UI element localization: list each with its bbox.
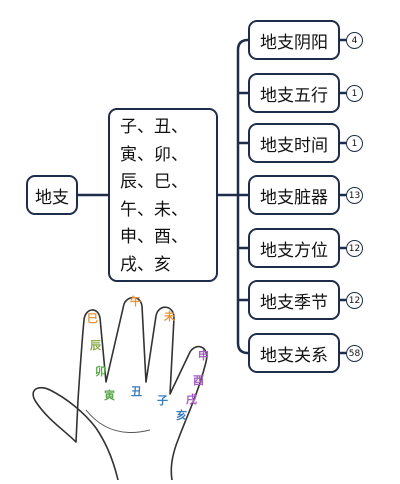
hand-label-hai: 亥 (176, 409, 187, 422)
branch-line: 午、未、 (120, 199, 188, 220)
category-label: 地支五行 (260, 85, 328, 106)
count-badge[interactable]: 1 (346, 135, 363, 152)
branch-line: 申、酉、 (120, 227, 188, 247)
category-time[interactable]: 地支时间 (248, 123, 340, 163)
category-direction[interactable]: 地支方位 (248, 228, 340, 268)
category-label: 地支时间 (260, 135, 328, 156)
category-relations[interactable]: 地支关系 (248, 333, 340, 373)
branch-line: 子、丑、 (120, 117, 188, 137)
category-label: 地支脏器 (260, 187, 328, 208)
count-badge[interactable]: 13 (346, 187, 363, 204)
hand-outline-icon (32, 296, 208, 481)
hand-label-zi: 子 (157, 394, 168, 407)
count-badge[interactable]: 1 (346, 85, 363, 102)
hand-label-mao: 卯 (95, 365, 106, 378)
hand-label-wu: 午 (130, 295, 141, 308)
hand-label-yin: 寅 (104, 389, 115, 402)
category-season[interactable]: 地支季节 (248, 280, 340, 320)
category-five-elements[interactable]: 地支五行 (248, 73, 340, 113)
hand-illustration: 巳 午 未 辰 卯 寅 丑 子 亥 申 酉 戌 (0, 290, 400, 481)
hand-label-shen: 申 (198, 349, 209, 362)
hand-label-si: 巳 (87, 312, 98, 325)
hand-label-chou: 丑 (131, 385, 142, 398)
count-badge[interactable]: 12 (346, 292, 363, 309)
root-label: 地支 (35, 187, 69, 208)
count-badge[interactable]: 4 (346, 32, 363, 49)
hand-label-wei: 未 (164, 310, 175, 323)
branch-line: 戌、亥 (120, 254, 171, 275)
category-yinyang[interactable]: 地支阴阳 (248, 20, 340, 60)
hand-label-you: 酉 (193, 374, 204, 387)
branch-line: 辰、巳、 (120, 172, 188, 192)
branch-line: 寅、卯、 (120, 144, 188, 165)
root-node[interactable]: 地支 (26, 175, 78, 215)
category-label: 地支阴阳 (260, 32, 328, 53)
hand-label-xu: 戌 (186, 393, 197, 406)
earthly-branches-list[interactable]: 子、丑、 寅、卯、 辰、巳、 午、未、 申、酉、 戌、亥 (108, 108, 218, 282)
hand-label-chen: 辰 (90, 339, 101, 352)
category-organs[interactable]: 地支脏器 (248, 175, 340, 215)
count-badge[interactable]: 58 (346, 345, 363, 362)
category-label: 地支关系 (260, 345, 328, 366)
category-label: 地支季节 (260, 292, 328, 313)
count-badge[interactable]: 12 (346, 240, 363, 257)
branch-trunk (236, 38, 249, 355)
category-label: 地支方位 (260, 240, 328, 261)
